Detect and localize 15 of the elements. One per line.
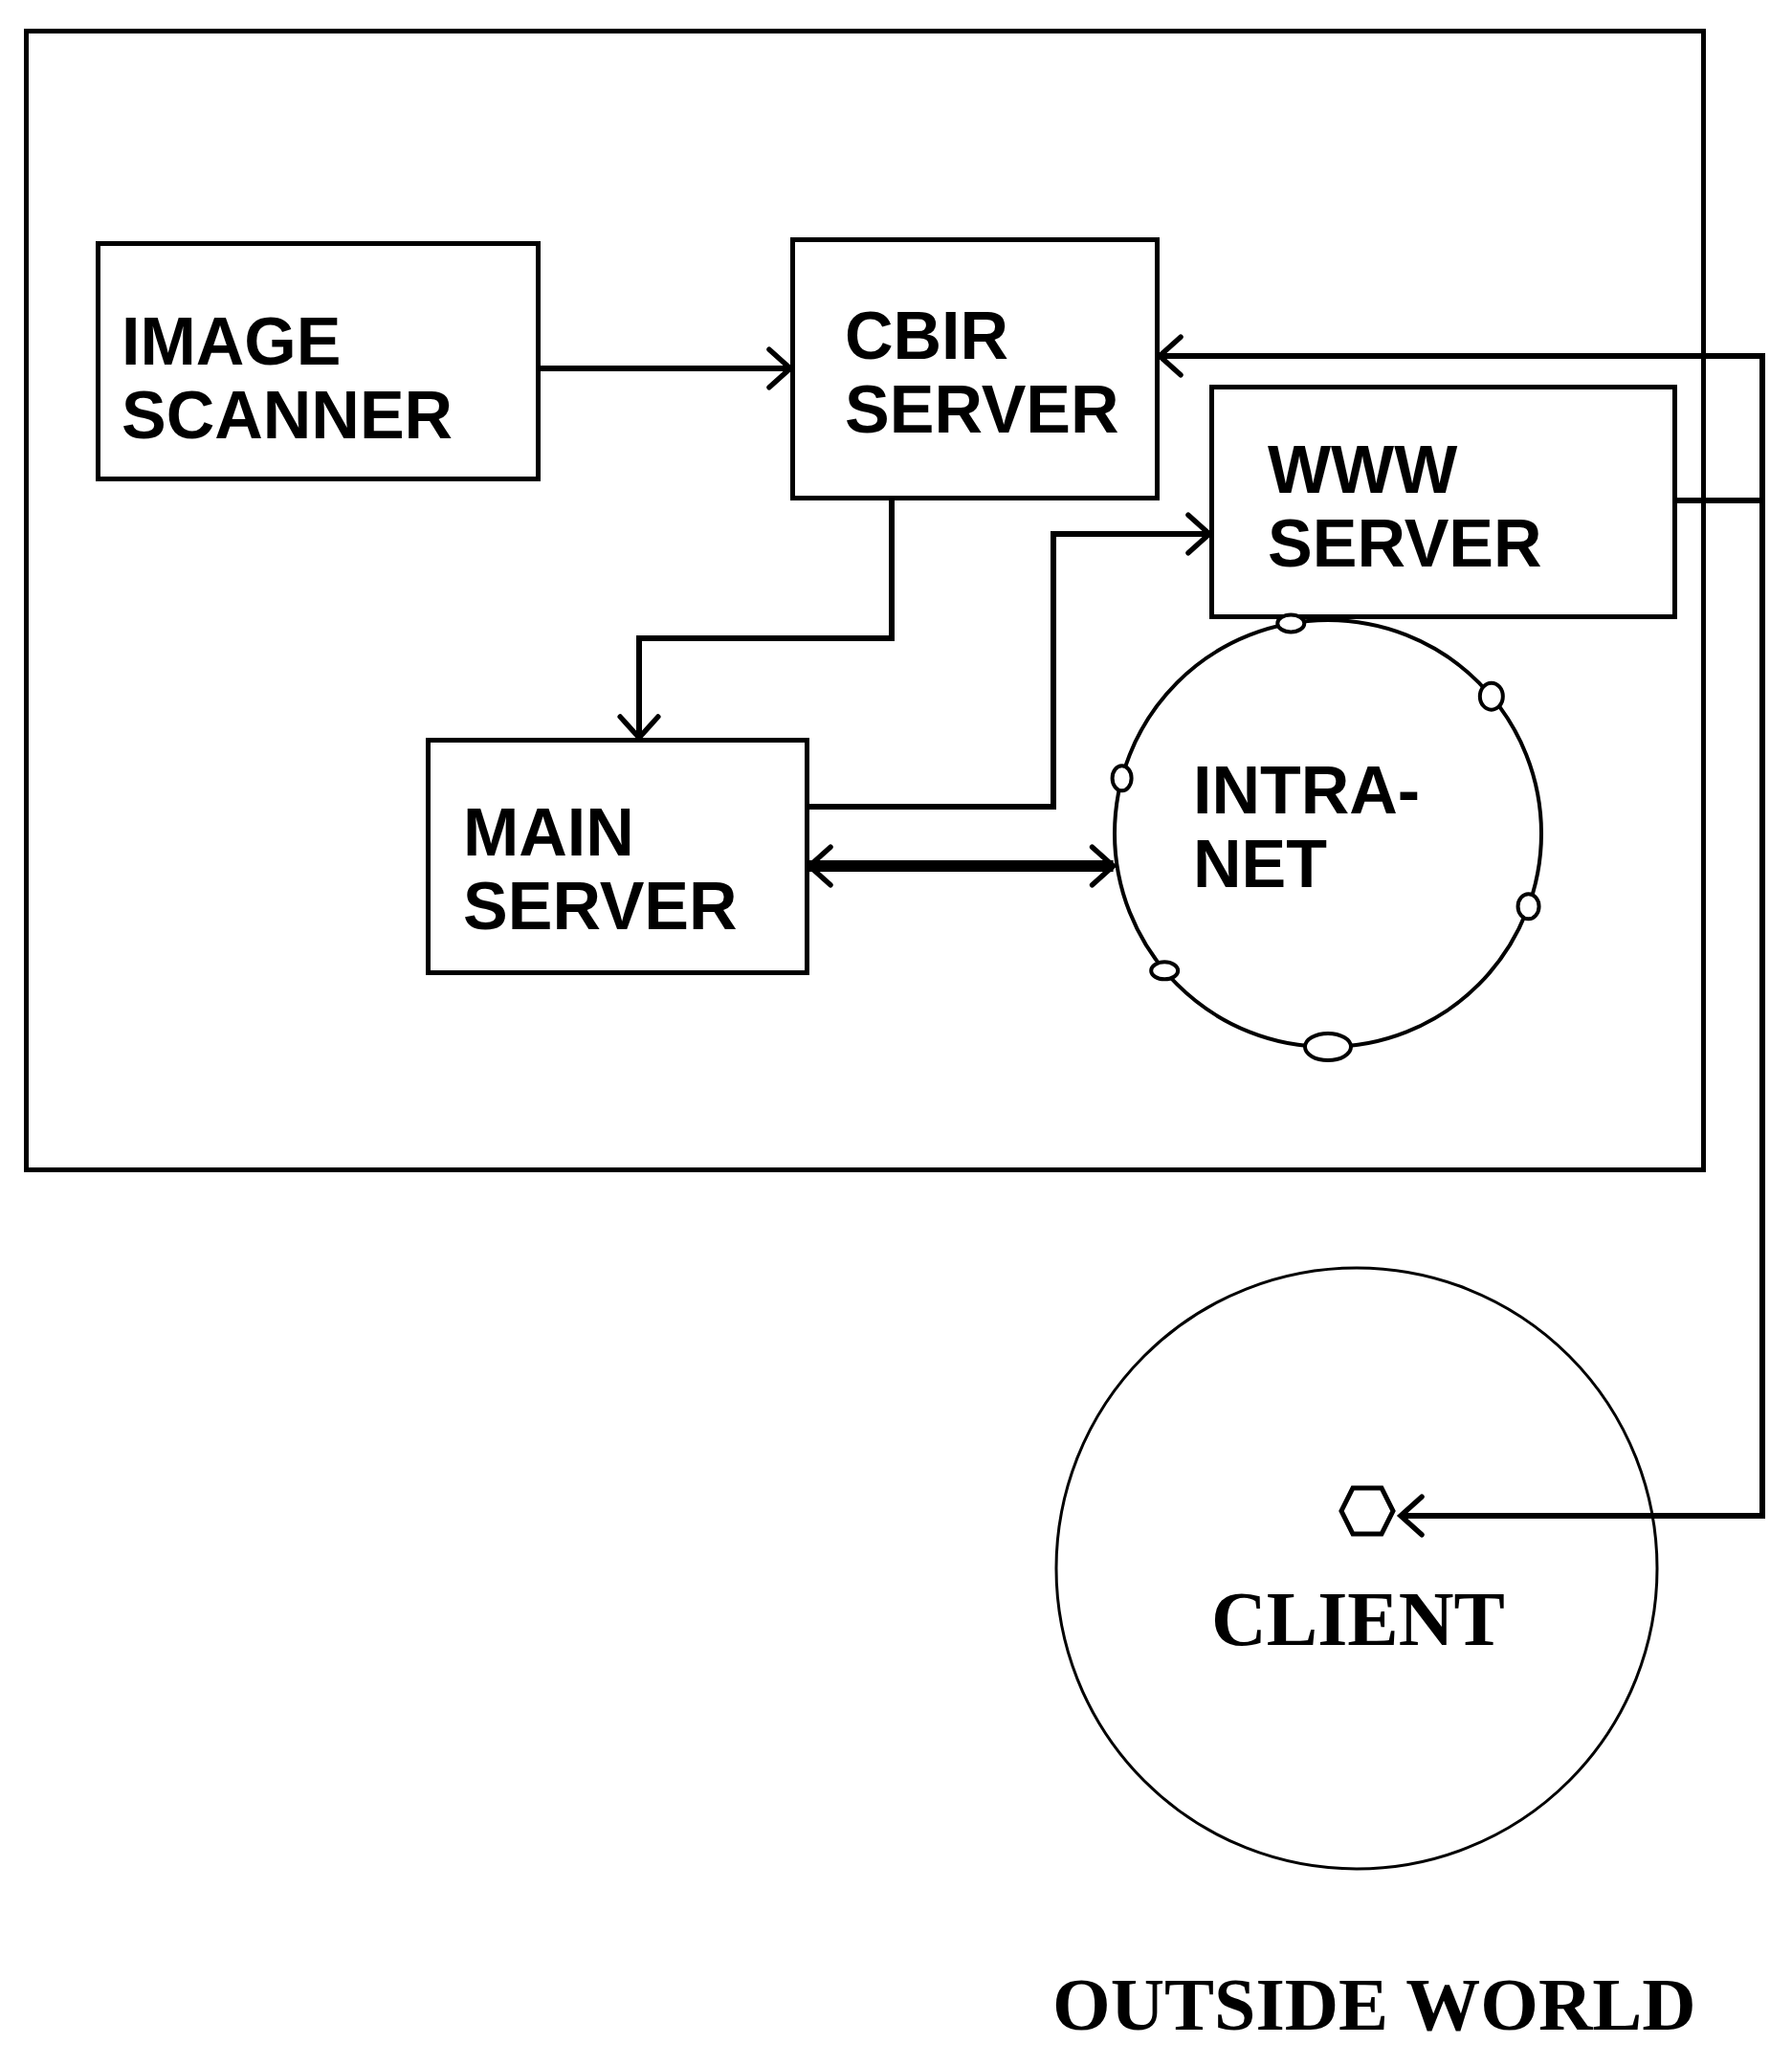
process-box xyxy=(96,241,541,481)
node-label: IMAGE SCANNER xyxy=(122,305,454,453)
node-label: INTRA- NET xyxy=(1193,754,1422,901)
client-circle xyxy=(1053,1265,1660,1872)
node-label: WWW SERVER xyxy=(1268,433,1543,581)
process-box xyxy=(790,237,1160,500)
process-box xyxy=(426,738,809,975)
connection-point-icon xyxy=(1338,1485,1396,1537)
node-label: MAIN SERVER xyxy=(463,796,739,944)
process-box xyxy=(1209,385,1677,619)
arrow xyxy=(1398,498,1765,1538)
system-boundary-box xyxy=(24,29,1706,1172)
node-label: CLIENT xyxy=(1211,1576,1505,1663)
region-label: OUTSIDE WORLD xyxy=(1052,1962,1696,2048)
node-label: CBIR SERVER xyxy=(845,300,1120,447)
